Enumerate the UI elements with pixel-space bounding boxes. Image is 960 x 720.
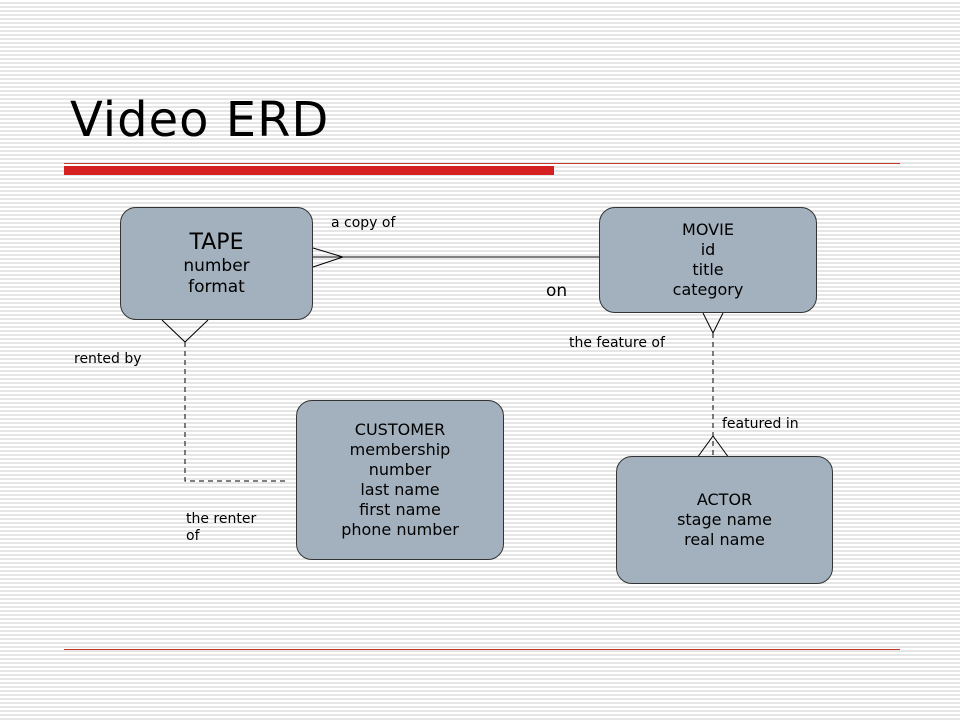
movie-crowfoot bbox=[702, 312, 724, 335]
entity-customer-attribute: phone number bbox=[341, 520, 459, 539]
relationship-label-a-copy-of: a copy of bbox=[331, 215, 396, 231]
title-underline bbox=[64, 163, 900, 164]
entity-movie-attribute: id bbox=[700, 240, 716, 259]
relationship-label-featured-in: featured in bbox=[722, 416, 799, 432]
entity-movie-attribute: category bbox=[672, 280, 744, 299]
entity-actor: ACTOR stage name real name bbox=[616, 456, 833, 584]
slide-title: Video ERD bbox=[70, 92, 330, 148]
entity-tape-attribute: format bbox=[188, 277, 245, 298]
entity-actor-attribute: stage name bbox=[677, 510, 772, 529]
footer-rule bbox=[64, 649, 900, 650]
entity-tape-name: TAPE bbox=[189, 229, 244, 255]
entity-movie-attribute: title bbox=[692, 260, 724, 279]
entity-tape-attribute: number bbox=[183, 256, 250, 276]
relationship-label-the-renter-of: the renter of bbox=[186, 511, 257, 544]
entity-customer-attribute: first name bbox=[359, 500, 441, 519]
entity-customer-attribute: last name bbox=[360, 480, 440, 499]
title-accent-bar bbox=[64, 166, 554, 175]
entity-movie-name: MOVIE bbox=[682, 220, 734, 239]
entity-customer-name: CUSTOMER bbox=[354, 420, 446, 439]
entity-movie: MOVIE id title category bbox=[599, 207, 817, 313]
tape-crowfoot bbox=[312, 247, 345, 268]
entity-customer-attribute: membership number bbox=[349, 440, 451, 479]
entity-actor-name: ACTOR bbox=[696, 490, 753, 509]
relationship-label-rented-by: rented by bbox=[74, 351, 142, 367]
relationship-label-the-feature-of: the feature of bbox=[569, 335, 665, 351]
relationship-label-on: on bbox=[546, 281, 568, 301]
entity-actor-attribute: real name bbox=[684, 530, 765, 549]
actor-crowfoot bbox=[696, 435, 730, 459]
tape-customer-line bbox=[184, 342, 288, 482]
entity-tape: TAPE number format bbox=[120, 207, 313, 320]
tape-customer-crowfoot bbox=[161, 319, 209, 343]
entity-customer: CUSTOMER membership number last name fir… bbox=[296, 400, 504, 560]
